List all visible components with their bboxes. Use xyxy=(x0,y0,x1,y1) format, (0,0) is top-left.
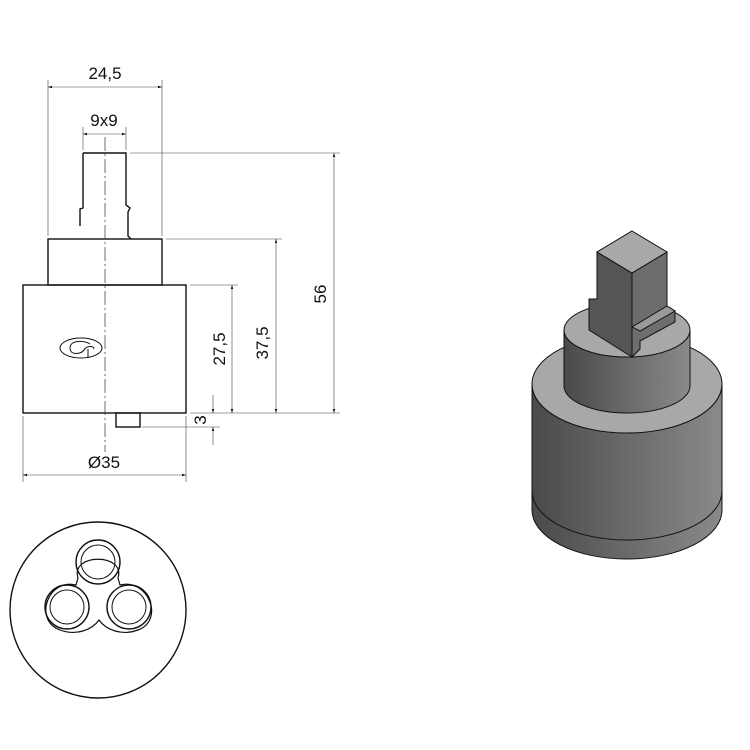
dim-stem-square: 9x9 xyxy=(90,111,117,130)
logo-icon xyxy=(59,337,103,359)
dim-diameter: Ø35 xyxy=(88,453,120,472)
bottom-nub xyxy=(115,412,141,428)
bottom-view xyxy=(9,521,187,699)
dim-body-height: 27,5 xyxy=(210,332,229,365)
dimensions xyxy=(22,80,340,482)
isometric-render xyxy=(531,230,723,560)
main-body xyxy=(22,284,187,414)
dim-total-height: 56 xyxy=(311,285,330,304)
dim-top-width: 24,5 xyxy=(88,64,121,83)
dim-upper-height: 37,5 xyxy=(253,326,272,359)
stem xyxy=(79,152,132,240)
dim-nub-height: 3 xyxy=(191,415,210,424)
front-view xyxy=(22,137,187,452)
